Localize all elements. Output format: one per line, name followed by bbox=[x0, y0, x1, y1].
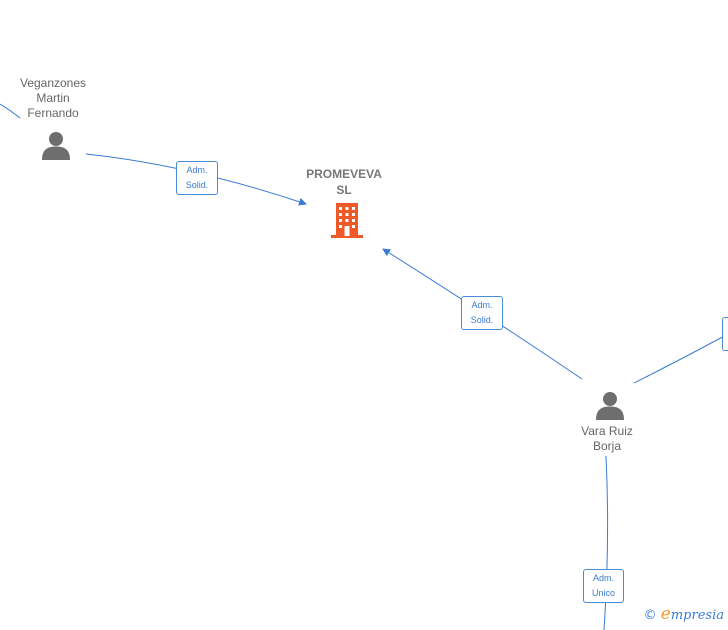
copyright-symbol: © bbox=[643, 608, 657, 623]
edge-label-person1-company: Adm. Solid. bbox=[176, 161, 218, 195]
brand-e-letter: e bbox=[660, 604, 671, 624]
person1-icon bbox=[42, 132, 70, 160]
brand-name: mpresia bbox=[670, 608, 724, 623]
edge-label-person2-bottom: Adm. Unico bbox=[583, 569, 624, 603]
edge-label-offscreen-right bbox=[722, 317, 728, 351]
empresia-watermark: © empresia bbox=[644, 604, 724, 624]
edge-label-person2-company: Adm. Solid. bbox=[461, 296, 503, 330]
person2-icon bbox=[596, 392, 624, 420]
company-name: PROMEVEVA SL bbox=[306, 167, 382, 197]
edge-person2-offscreen-bottom bbox=[603, 455, 609, 630]
edge-offscreen-left bbox=[0, 103, 21, 119]
edge-person2-offscreen-right bbox=[633, 333, 728, 384]
building-icon bbox=[331, 203, 363, 238]
person2-name: Vara Ruiz Borja bbox=[581, 424, 633, 453]
person1-name: Veganzones Martin Fernando bbox=[19, 76, 87, 120]
